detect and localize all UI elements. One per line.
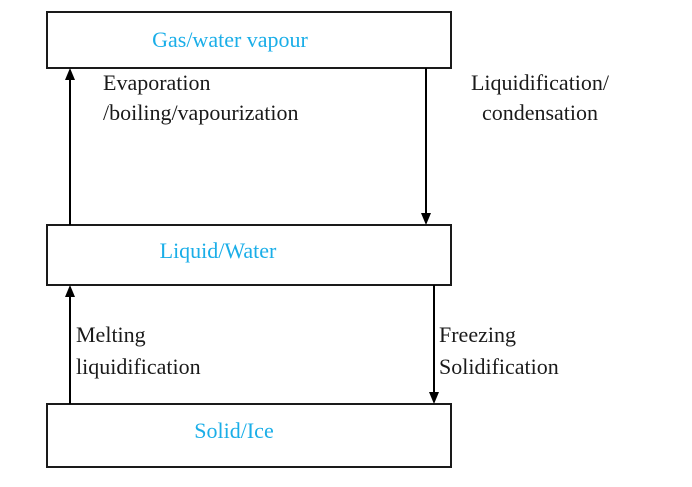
state-box-gas: Gas/water vapour bbox=[46, 11, 452, 69]
arrow-melting bbox=[65, 285, 75, 404]
label-melting-line-2: liquidification bbox=[76, 354, 201, 379]
label-condensation-line-2: condensation bbox=[482, 100, 598, 125]
arrow-evaporation bbox=[65, 68, 75, 225]
arrow-freezing bbox=[429, 285, 439, 404]
label-freezing-line-1: Freezing bbox=[439, 322, 516, 347]
label-evaporation-line-2: /boiling/vapourization bbox=[103, 100, 299, 125]
state-box-solid: Solid/Ice bbox=[46, 403, 452, 468]
label-freezing-line-2: Solidification bbox=[439, 354, 559, 379]
liquid-box-border bbox=[46, 224, 452, 286]
state-box-liquid: Liquid/Water bbox=[46, 224, 452, 286]
state-label-gas: Gas/water vapour bbox=[152, 27, 308, 52]
arrow-down-icon bbox=[421, 213, 431, 225]
gas-box-border bbox=[46, 11, 452, 69]
arrow-condensation bbox=[421, 68, 431, 225]
label-condensation-line-1: Liquidification/ bbox=[471, 70, 610, 95]
label-evaporation-line-1: Evaporation bbox=[103, 70, 211, 95]
arrow-up-icon bbox=[65, 285, 75, 297]
state-label-solid: Solid/Ice bbox=[194, 418, 273, 443]
solid-box-border bbox=[46, 403, 452, 468]
state-label-liquid: Liquid/Water bbox=[160, 238, 277, 263]
label-melting-line-1: Melting bbox=[76, 322, 146, 347]
arrow-up-icon bbox=[65, 68, 75, 80]
arrow-down-icon bbox=[429, 392, 439, 404]
